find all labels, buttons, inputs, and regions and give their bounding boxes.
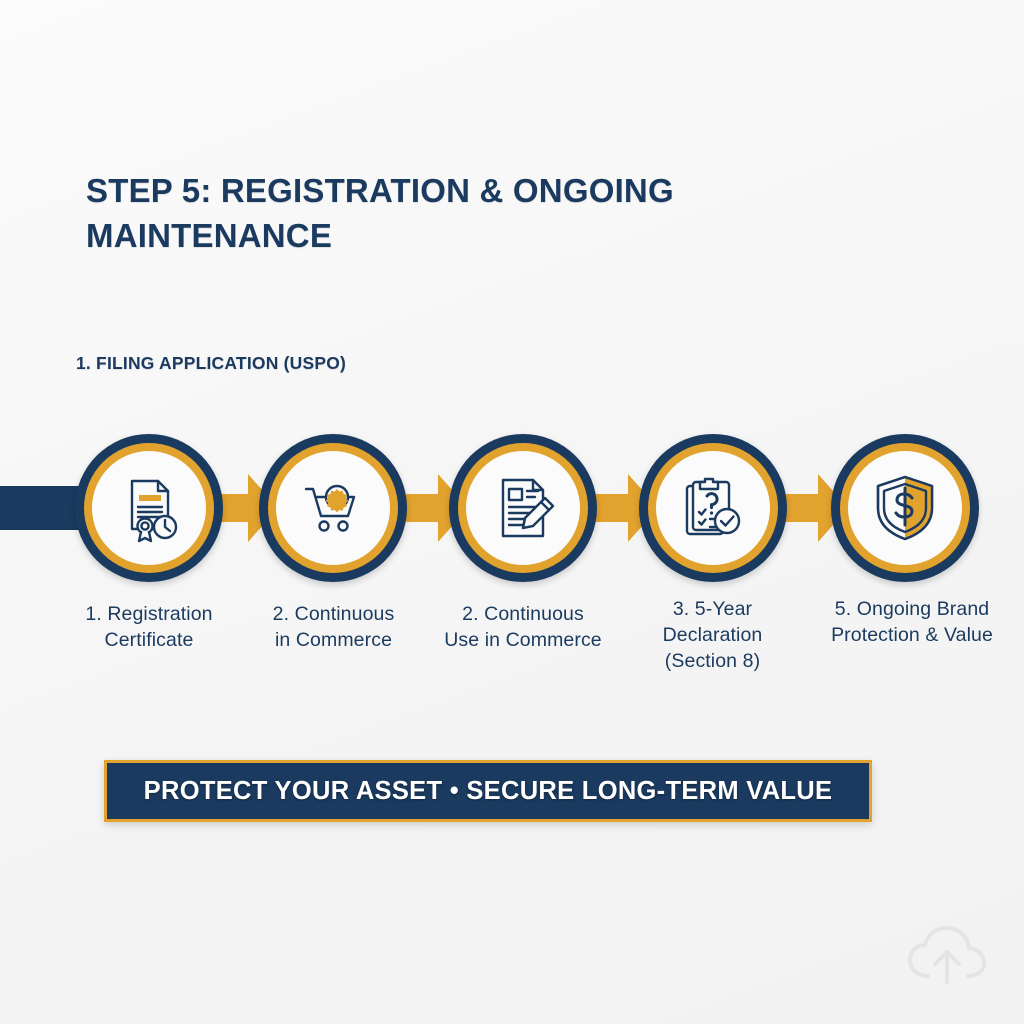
step-circle-4[interactable]: [639, 434, 787, 582]
shield-dollar-icon: [870, 473, 940, 543]
step-caption-line: Certificate: [104, 629, 194, 651]
step-caption-line: 2. Continuous: [462, 603, 584, 625]
step-caption-2: 2. Continuous in Commerce: [241, 601, 426, 653]
step-caption-line: Use in Commerce: [444, 629, 602, 651]
step-icon-container: [466, 451, 580, 565]
step-circle-2[interactable]: [259, 434, 407, 582]
step-caption-4: 3. 5-Year Declaration (Section 8): [621, 596, 804, 674]
certificate-clock-icon: [112, 471, 186, 545]
clipboard-question-check-icon: [677, 472, 749, 544]
step-caption-line: in Commerce: [274, 629, 393, 651]
tagline-banner: PROTECT YOUR ASSET • SECURE LONG-TERM VA…: [104, 760, 872, 822]
step-caption-line: Protection & Value: [831, 624, 993, 646]
step-caption-line: (Section 8): [664, 650, 761, 672]
step-icon-container: [276, 451, 390, 565]
step-caption-5: 5. Ongoing Brand Protection & Value: [805, 596, 1019, 648]
step-caption-line: 5. Ongoing Brand: [834, 598, 990, 620]
tagline-text: PROTECT YOUR ASSET • SECURE LONG-TERM VA…: [143, 776, 833, 805]
step-circle-3[interactable]: [449, 434, 597, 582]
page-title: STEP 5: REGISTRATION & ONGOING MAINTENAN…: [86, 172, 674, 254]
step-caption-line: 2. Continuous: [272, 603, 395, 625]
step-circle-1[interactable]: [75, 434, 223, 582]
step-caption-3: 2. Continuous Use in Commerce: [425, 601, 621, 653]
step-icon-container: [92, 451, 206, 565]
step-circle-5[interactable]: [831, 434, 979, 582]
step-caption-line: 3. 5-Year: [672, 598, 753, 620]
step-caption-line: Declaration: [662, 624, 763, 646]
step-icon-container: [656, 451, 770, 565]
cloud-upload-icon: [906, 924, 988, 990]
section-label: 1. FILING APPLICATION (USPO): [76, 353, 347, 373]
shopping-cart-badge-icon: [298, 473, 368, 543]
step-caption-line: 1. Registration: [85, 603, 213, 625]
step-caption-1: 1. Registration Certificate: [54, 601, 244, 653]
step-icon-container: [848, 451, 962, 565]
document-pencil-icon: [487, 472, 559, 544]
